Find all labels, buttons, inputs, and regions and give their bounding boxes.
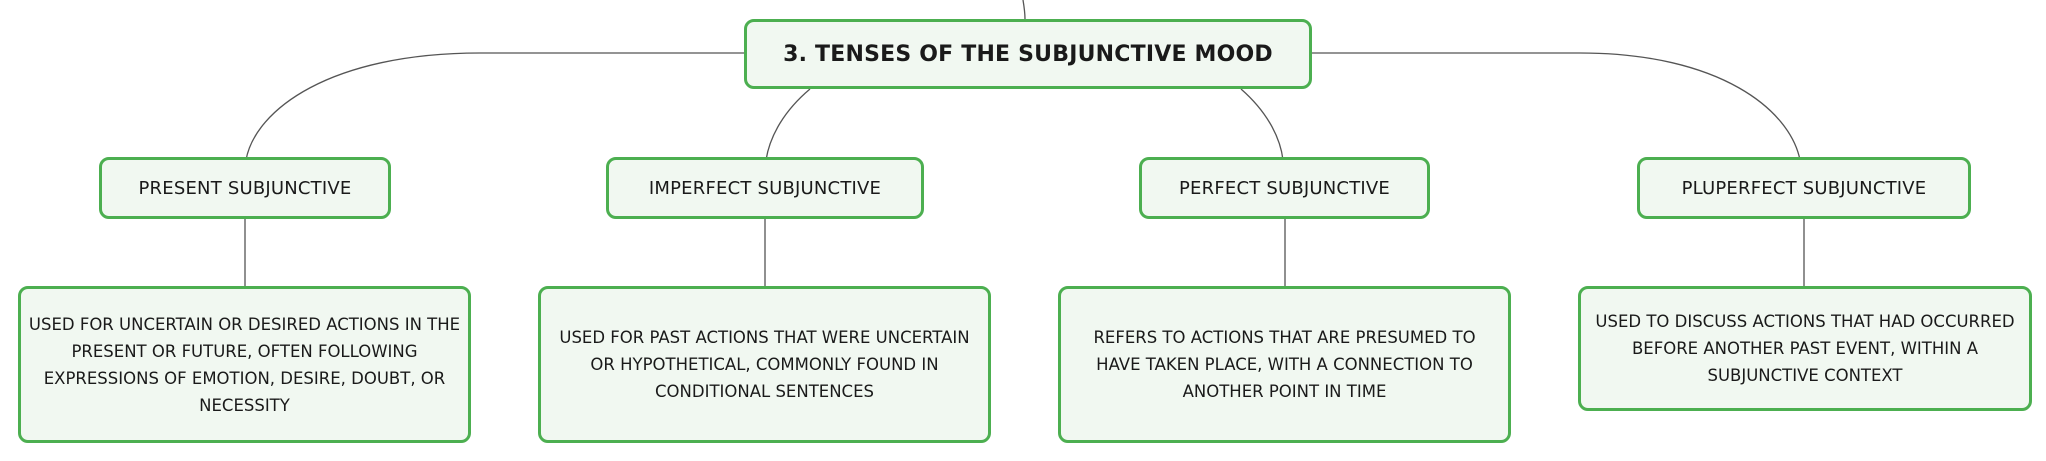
branch-label: IMPERFECT SUBJUNCTIVE (648, 177, 882, 199)
description-imperfect-subjunctive[interactable]: USED FOR PAST ACTIONS THAT WERE UNCERTAI… (538, 286, 991, 443)
branch-perfect-subjunctive[interactable]: PERFECT SUBJUNCTIVE (1139, 157, 1430, 219)
branch-label: PERFECT SUBJUNCTIVE (1178, 177, 1390, 199)
connector-root-pluperfect (1312, 52, 1801, 161)
root-topic[interactable]: 3. TENSES OF THE SUBJUNCTIVE MOOD (744, 19, 1312, 89)
connector-root-imperfect (765, 88, 811, 161)
branch-present-subjunctive[interactable]: PRESENT SUBJUNCTIVE (99, 157, 391, 219)
branch-pluperfect-subjunctive[interactable]: PLUPERFECT SUBJUNCTIVE (1637, 157, 1971, 219)
branch-imperfect-subjunctive[interactable]: IMPERFECT SUBJUNCTIVE (606, 157, 924, 219)
description-text: REFERS TO ACTIONS THAT ARE PRESUMED TO H… (1093, 328, 1476, 401)
description-text: USED FOR UNCERTAIN OR DESIRED ACTIONS IN… (28, 314, 461, 415)
connector-parent (1022, 0, 1026, 20)
description-present-subjunctive[interactable]: USED FOR UNCERTAIN OR DESIRED ACTIONS IN… (18, 286, 471, 443)
connector-root-present (245, 52, 744, 161)
branch-label: PLUPERFECT SUBJUNCTIVE (1681, 177, 1927, 199)
branch-label: PRESENT SUBJUNCTIVE (138, 177, 352, 199)
connector-root-perfect (1240, 88, 1284, 161)
description-pluperfect-subjunctive[interactable]: USED TO DISCUSS ACTIONS THAT HAD OCCURRE… (1578, 286, 2032, 411)
root-topic-label: 3. TENSES OF THE SUBJUNCTIVE MOOD (783, 41, 1273, 67)
description-perfect-subjunctive[interactable]: REFERS TO ACTIONS THAT ARE PRESUMED TO H… (1058, 286, 1511, 443)
description-text: USED FOR PAST ACTIONS THAT WERE UNCERTAI… (559, 328, 970, 401)
description-text: USED TO DISCUSS ACTIONS THAT HAD OCCURRE… (1595, 312, 2015, 385)
